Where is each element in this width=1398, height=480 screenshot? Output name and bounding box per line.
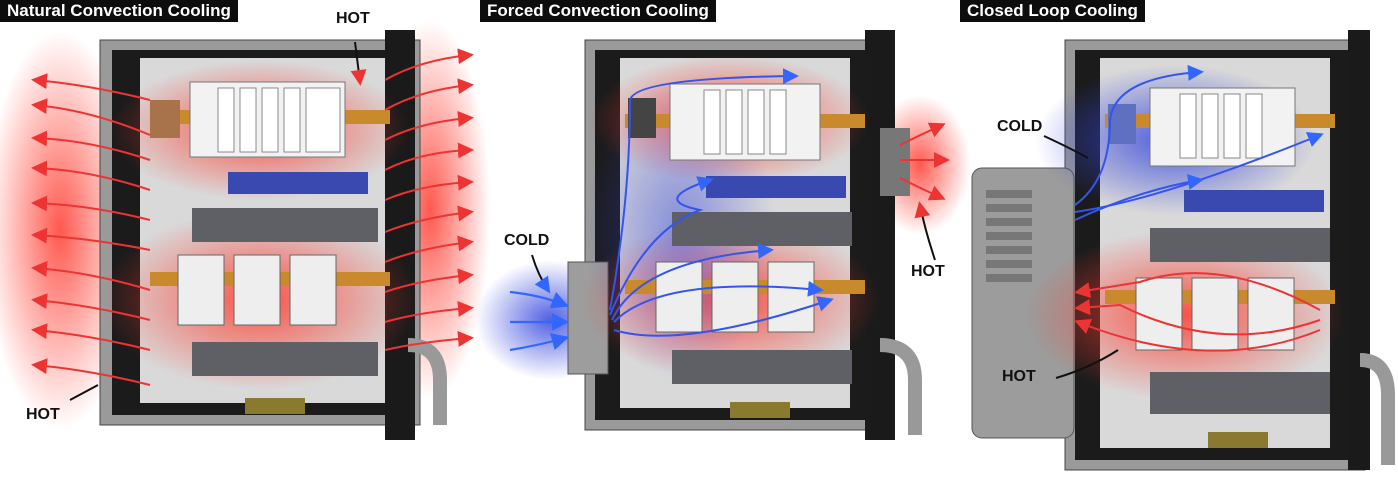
callout-line xyxy=(914,201,936,261)
conduit-pipe-icon xyxy=(1359,353,1395,465)
panel-title: Forced Convection Cooling xyxy=(480,0,716,22)
hot-label-top: HOT xyxy=(336,10,370,27)
vfd-drive-icon xyxy=(1135,277,1295,351)
power-supply-icon xyxy=(150,100,180,138)
air-conditioner-icon xyxy=(971,167,1075,439)
wire-duct-icon xyxy=(1150,228,1330,262)
wire-duct-icon xyxy=(192,342,378,376)
forced-convection-diagram xyxy=(475,30,970,440)
terminal-block-icon xyxy=(706,176,846,198)
wire-duct-icon xyxy=(1150,372,1330,414)
wire-duct-icon xyxy=(192,208,378,242)
wire-duct-icon xyxy=(672,350,852,384)
natural-convection-panel: Natural Convection Cooling HOT HOT xyxy=(0,0,490,480)
wire-duct-icon xyxy=(672,212,852,246)
plc-rack-icon xyxy=(1149,87,1296,167)
conduit-pipe-icon xyxy=(879,338,922,435)
vfd-drive-icon xyxy=(655,261,815,333)
plc-rack-icon xyxy=(669,83,821,161)
forced-convection-panel: Forced Convection Cooling COLD HOT xyxy=(475,0,970,480)
terminal-block-icon xyxy=(228,172,368,194)
ground-bar-icon xyxy=(1208,432,1268,448)
hot-label: HOT xyxy=(911,263,945,280)
closed-loop-diagram xyxy=(971,30,1395,471)
ground-bar-icon xyxy=(245,398,305,414)
callout-line xyxy=(350,41,367,86)
closed-loop-panel: Closed Loop Cooling COLD HOT xyxy=(960,0,1398,480)
exhaust-filter-icon xyxy=(880,128,910,196)
natural-convection-diagram xyxy=(0,20,490,440)
cold-label: COLD xyxy=(997,118,1043,135)
hot-exhaust-arrows xyxy=(899,122,950,201)
airflow-arrows-right xyxy=(384,48,474,351)
hot-loop-arrows xyxy=(1074,272,1321,352)
terminal-block-icon xyxy=(1184,190,1324,212)
internal-airflow-arrows xyxy=(609,68,834,337)
panel-title: Natural Convection Cooling xyxy=(0,0,238,22)
cold-inlet-arrows xyxy=(509,290,570,352)
plc-rack-icon xyxy=(189,81,346,158)
hot-label-bottom: HOT xyxy=(26,406,60,423)
panel-title: Closed Loop Cooling xyxy=(960,0,1145,22)
cold-label: COLD xyxy=(504,232,550,249)
ground-bar-icon xyxy=(730,402,790,418)
callout-line xyxy=(1055,349,1119,379)
cold-loop-arrows xyxy=(1074,64,1324,221)
callout-line xyxy=(531,254,551,294)
conduit-pipe-icon xyxy=(407,338,447,425)
callout-line xyxy=(69,384,99,401)
callout-line xyxy=(1043,135,1089,159)
vfd-drive-icon xyxy=(177,254,337,326)
hot-label: HOT xyxy=(1002,368,1036,385)
airflow-arrows-left xyxy=(31,73,151,386)
power-supply-icon xyxy=(628,98,656,138)
